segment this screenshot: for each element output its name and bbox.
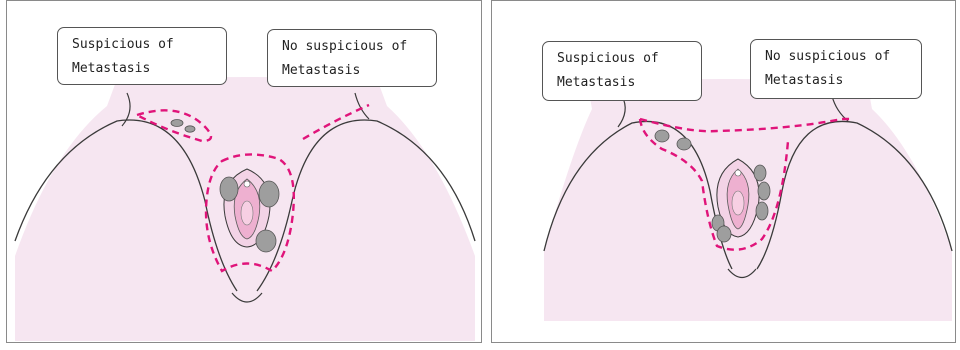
lymph-node (655, 130, 669, 142)
callout-text-line: Suspicious of (72, 33, 217, 57)
lymph-node (259, 181, 279, 207)
lymph-node (754, 165, 766, 181)
callout-text-line: Metastasis (72, 57, 217, 81)
lymph-node (220, 177, 238, 201)
lymph-node (756, 202, 768, 220)
callout-text-line: Metastasis (557, 71, 692, 95)
callout-text-line: Metastasis (765, 69, 912, 93)
lymph-node (677, 138, 691, 150)
callout-text-line: Metastasis (282, 59, 427, 83)
callout-text-line: No suspicious of (765, 45, 912, 69)
callout-suspicious-right: Suspicious of Metastasis (542, 41, 702, 101)
lymph-node (185, 126, 195, 132)
callout-text-line: Suspicious of (557, 47, 692, 71)
lymph-node (758, 182, 770, 200)
callout-suspicious-left: Suspicious of Metastasis (57, 27, 227, 85)
lymph-node (171, 120, 183, 127)
callout-text-line: No suspicious of (282, 35, 427, 59)
callout-not-suspicious-right: No suspicious of Metastasis (750, 39, 922, 99)
lymph-node (256, 230, 276, 252)
lymph-node (717, 226, 731, 242)
panel-left: Suspicious of Metastasis No suspicious o… (6, 0, 482, 343)
panel-right: Suspicious of Metastasis No suspicious o… (491, 0, 956, 343)
callout-not-suspicious-left: No suspicious of Metastasis (267, 29, 437, 87)
